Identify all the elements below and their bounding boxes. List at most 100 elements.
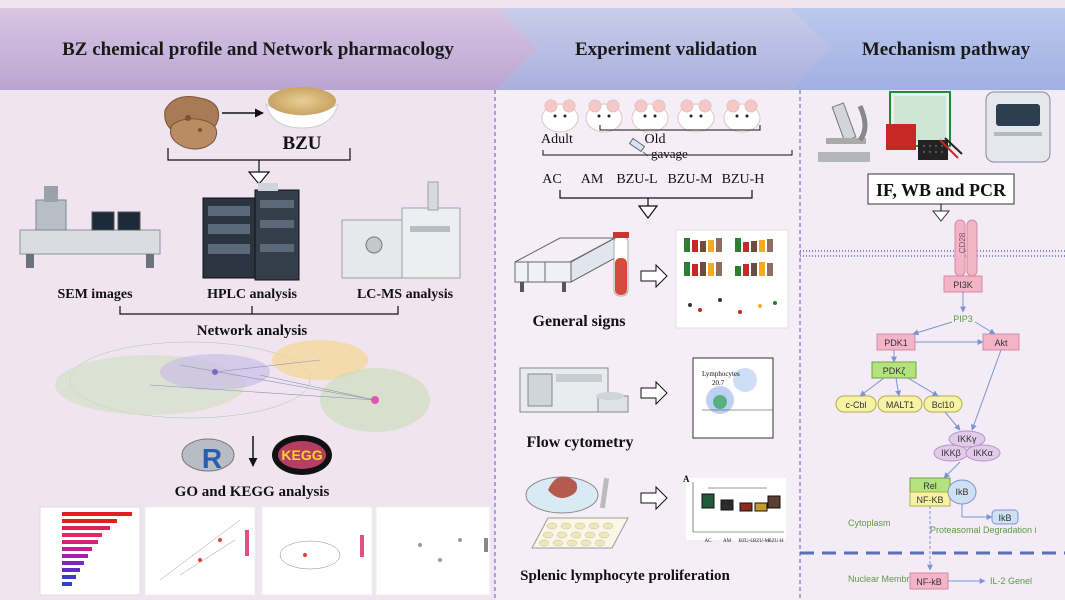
kegg-network-thumbnail-b: [261, 506, 373, 596]
pip3-pdk1-arrow: [912, 321, 953, 336]
bzu-label: BZU: [282, 133, 321, 154]
kegg-network-thumbnail-c: [375, 506, 491, 596]
groups-down-arrow: [637, 205, 659, 219]
cytoplasm-label: Cytoplasm: [848, 518, 891, 528]
blood-tube: [613, 232, 629, 297]
il2-label: IL-2 Genel: [990, 576, 1032, 586]
methods-down-arrow: [931, 210, 951, 222]
methods-label: IF, WB and PCR: [876, 180, 1007, 200]
pdkc-malt1-arrow: [895, 377, 902, 397]
ikkg-label: IKKγ: [957, 434, 977, 444]
flow-scatter-plot: [692, 357, 774, 439]
prolif-cat-bzu-h: BZU-H: [768, 539, 784, 544]
prolif-cat-ac: AC: [705, 539, 713, 544]
old-label: Old: [645, 132, 666, 147]
bcl10-ikk-arrow: [944, 411, 961, 431]
general-signs-charts: [675, 229, 789, 329]
herb-slices: [164, 96, 220, 150]
ikka-label: IKKα: [973, 448, 993, 458]
group-bzu-l: BZU-L: [616, 172, 657, 187]
ikka-node: [965, 444, 1001, 462]
pdkc-ccbl-arrow: [859, 377, 885, 397]
rel-label: Rel: [923, 481, 937, 491]
sem-label: SEM images: [57, 287, 133, 302]
ikkg-node: [948, 430, 986, 448]
mice-group: [541, 99, 761, 133]
ccbl-node: [835, 395, 877, 413]
go-kegg-label: GO and KEGG analysis: [175, 484, 330, 500]
old-bracket: [599, 125, 761, 131]
group-ac: AC: [542, 172, 561, 187]
pip3-akt-arrow: [974, 321, 996, 335]
bcl10-label: Bcl10: [932, 400, 955, 410]
bzu-down-arrow: [247, 171, 271, 185]
akt-label: Akt: [994, 338, 1008, 348]
ikk-complex-arrow: [943, 461, 961, 479]
gavage-bracket: [542, 150, 793, 156]
nfkb-complex-label: NF-KB: [917, 495, 944, 505]
metabolic-cage: [514, 237, 616, 292]
akt-ikk-arrow: [971, 349, 1002, 431]
group-bzu-h: BZU-H: [722, 172, 765, 187]
spleen-dish: [525, 476, 629, 549]
kegg-logo-text: KEGG: [281, 447, 322, 463]
network-analysis-label: Network analysis: [197, 323, 308, 339]
prolif-cat-am: AM: [723, 539, 732, 544]
microscope-icon: [818, 102, 870, 162]
left-panel-title: BZ chemical profile and Network pharmaco…: [62, 39, 454, 60]
ikb-bound-label: IkB: [955, 487, 968, 497]
flow-cytometry-label: Flow cytometry: [526, 434, 633, 451]
cd28-label: CD28: [958, 232, 967, 253]
prolif-cat-bzu-l: BZU-L: [739, 539, 754, 544]
cell-membrane: [800, 250, 1065, 257]
electrophoresis-icon: [886, 91, 963, 160]
hplc-label: HPLC analysis: [207, 287, 297, 302]
group-am: AM: [581, 172, 604, 187]
go-bar-thumbnail: [39, 506, 141, 596]
middle-panel-title: Experiment validation: [575, 39, 758, 60]
lymphocytes-label: Lymphocytes: [702, 370, 740, 378]
splenic-arrow: [640, 485, 668, 511]
network-graph: [55, 340, 430, 432]
lcms-instrument: [341, 181, 461, 279]
adult-label: Adult: [541, 132, 573, 147]
lcms-label: LC-MS analysis: [357, 287, 454, 302]
splenic-label: Splenic lymphocyte proliferation: [520, 568, 730, 584]
left-banner: [0, 8, 538, 90]
pcr-machine-icon: [985, 91, 1051, 163]
middle-banner: [498, 8, 830, 90]
gavage-label: gavage: [651, 146, 688, 161]
methods-box: [867, 173, 1015, 205]
kegg-logo: KEGG: [272, 435, 332, 475]
pdk1-label: PDK1: [884, 338, 908, 348]
nuclear-membrane-label: Nuclear Membrane: [848, 574, 925, 584]
hplc-instrument: [202, 183, 300, 281]
pdkc-label: PDKζ: [883, 366, 906, 376]
nfkb-nuclear-label: NF-kB: [916, 577, 942, 587]
instrument-bracket: [119, 306, 399, 315]
flow-arrow: [640, 380, 668, 406]
general-signs-label: General signs: [533, 313, 626, 330]
ccbl-label: c-Cbl: [845, 400, 866, 410]
bcl10-node: [923, 395, 963, 413]
pdkc-bcl10-arrow: [907, 377, 939, 397]
r-logo: R: [181, 438, 235, 474]
pi3k-label: PI3K: [953, 280, 973, 290]
general-signs-arrow: [640, 263, 668, 289]
malt1-label: MALT1: [886, 400, 914, 410]
right-panel-title: Mechanism pathway: [862, 39, 1031, 60]
r-logo-letter: R: [202, 443, 222, 474]
ikb-free-label: IkB: [998, 513, 1011, 523]
groups-bracket: [559, 190, 753, 199]
right-banner: [790, 8, 1065, 90]
kegg-network-thumbnail-a: [144, 506, 256, 596]
group-bzu-m: BZU-M: [667, 172, 713, 187]
proliferation-panel-label: A: [683, 474, 690, 484]
pip3-label: PIP3: [953, 314, 973, 324]
prolif-cat-bzu-m: BZU-M: [753, 539, 770, 544]
proteasomal-label: Proteasomal Degradation i: [930, 525, 1037, 535]
sem-instrument: [19, 186, 161, 268]
flow-cytometer: [519, 367, 629, 413]
lymphocytes-value: 20.7: [712, 379, 725, 387]
